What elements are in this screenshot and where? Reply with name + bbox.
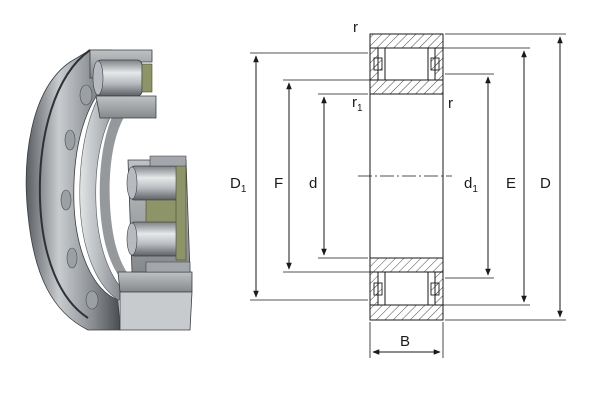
label-F: F <box>274 175 283 192</box>
label-D: D <box>540 175 551 192</box>
label-D1: D1 <box>230 175 247 195</box>
bottom-inner-ring <box>369 257 444 273</box>
label-E: E <box>506 175 516 192</box>
extension-lines-left <box>250 52 384 301</box>
cylindrical-roller-bearing-cutaway-icon <box>25 49 193 331</box>
label-r-right: r <box>448 95 453 112</box>
label-r-top: r <box>353 19 358 36</box>
dimension-arrows <box>253 36 563 355</box>
top-roller <box>373 47 440 81</box>
label-r1: r1 <box>352 94 363 114</box>
label-d: d <box>309 175 317 192</box>
label-B: B <box>400 333 410 350</box>
extension-lines-right <box>369 33 566 358</box>
cross-section-drawing <box>250 33 566 358</box>
top-inner-ring <box>369 79 444 95</box>
bottom-roller <box>373 271 440 306</box>
dimension-labels: D1 F d d1 E D B r r1 r <box>226 19 558 350</box>
label-d1: d1 <box>464 175 478 195</box>
